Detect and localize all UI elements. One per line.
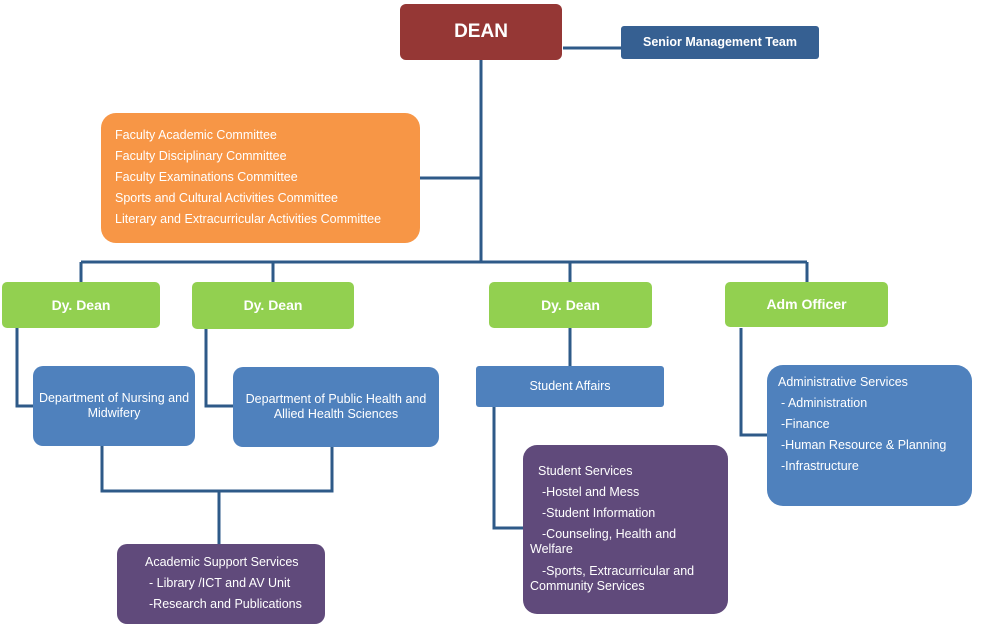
senior-management-team-box: Senior Management Team	[621, 26, 819, 59]
student-services-title: Student Services	[538, 464, 633, 478]
committee-item: Faculty Examinations Committee	[115, 170, 298, 184]
student-services-item: -Counseling, Health and Welfare	[530, 527, 677, 556]
nursing-department-label: Department of Nursing and Midwifery	[38, 391, 190, 420]
adm-officer-label: Adm Officer	[766, 296, 847, 313]
committee-item: Literary and Extracurricular Activities …	[115, 212, 382, 226]
student-services-item: -Sports, Extracurricular and Community S…	[530, 564, 695, 593]
nursing-elbow-line	[15, 328, 34, 408]
senior-management-team-label: Senior Management Team	[643, 35, 797, 50]
dy-dean-label-2: Dy. Dean	[243, 297, 303, 314]
academic-support-services-box: Academic Support Services - Library /ICT…	[117, 544, 325, 624]
nursing-department-box: Department of Nursing and Midwifery	[33, 366, 195, 446]
committee-item: Sports and Cultural Activities Committee	[115, 191, 339, 205]
dy-dean-box-1: Dy. Dean	[2, 282, 160, 328]
student-affairs-label: Student Affairs	[529, 379, 611, 394]
administrative-services-item: -Infrastructure	[781, 459, 859, 473]
admin-elbow-line	[739, 328, 768, 437]
public-health-department-box: Department of Public Health and Allied H…	[233, 367, 439, 447]
administrative-services-item: -Human Resource & Planning	[781, 438, 947, 452]
committees-box: Faculty Academic Committee Faculty Disci…	[101, 113, 420, 243]
student-services-elbow-line	[492, 407, 524, 530]
dy-dean-box-3: Dy. Dean	[489, 282, 652, 328]
administrative-services-title: Administrative Services	[778, 375, 908, 389]
dy-dean-box-2: Dy. Dean	[192, 282, 354, 329]
student-affairs-box: Student Affairs	[476, 366, 664, 407]
committee-item: Faculty Disciplinary Committee	[115, 149, 287, 163]
administrative-services-item: - Administration	[781, 396, 868, 410]
academic-support-title: Academic Support Services	[145, 555, 299, 569]
public-health-department-label: Department of Public Health and Allied H…	[245, 392, 427, 421]
dean-label: DEAN	[454, 20, 508, 42]
departments-join-line	[100, 446, 334, 493]
student-services-box: Student Services -Hostel and Mess -Stude…	[523, 445, 728, 614]
dean-box: DEAN	[400, 4, 562, 60]
student-services-item: -Hostel and Mess	[542, 485, 640, 499]
dy-dean-label-3: Dy. Dean	[541, 296, 600, 313]
academic-support-item: -Research and Publications	[149, 597, 302, 611]
committee-item: Faculty Academic Committee	[115, 128, 277, 142]
adm-officer-box: Adm Officer	[725, 282, 888, 327]
academic-support-item: - Library /ICT and AV Unit	[149, 576, 291, 590]
student-services-item: -Student Information	[542, 506, 656, 520]
dy-dean-label-1: Dy. Dean	[51, 296, 111, 313]
public-health-elbow-line	[204, 328, 234, 408]
administrative-services-box: Administrative Services - Administration…	[767, 365, 972, 506]
administrative-services-item: -Finance	[781, 417, 830, 431]
